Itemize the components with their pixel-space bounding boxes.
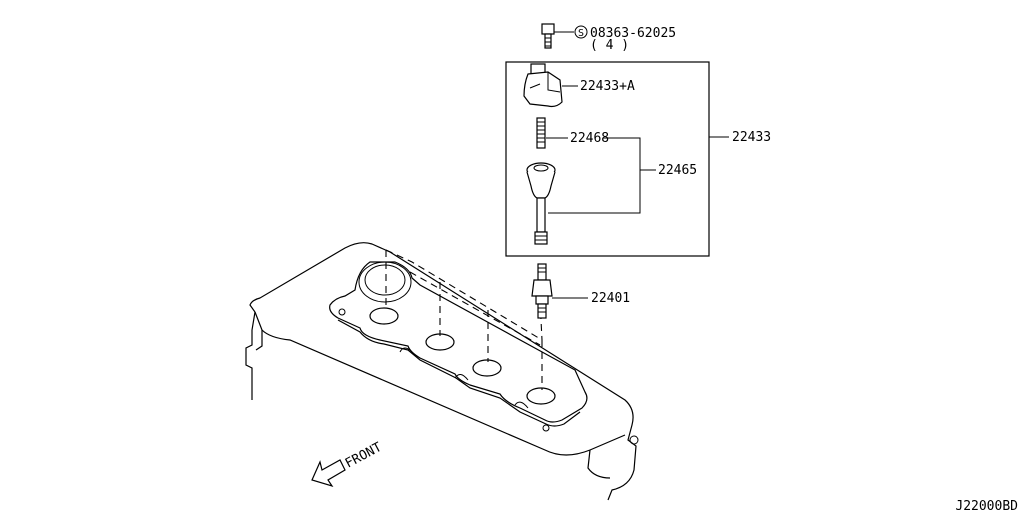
bolt-quantity-label: ( 4 ): [590, 38, 629, 53]
spark-plug-label[interactable]: 22401: [591, 291, 630, 306]
bolt-symbol-label: S: [578, 28, 584, 39]
spring-label[interactable]: 22468: [570, 131, 609, 146]
engine-cover[interactable]: [245, 242, 639, 501]
coil-top-label[interactable]: 22433+A: [580, 79, 635, 94]
coil-assembly-box: [505, 61, 710, 257]
plug-hole-3[interactable]: [472, 359, 502, 377]
alignment-guides: [385, 249, 543, 390]
plug-hole-2[interactable]: [425, 333, 455, 351]
plug-hole-4[interactable]: [526, 387, 556, 405]
bolt-part-label[interactable]: 08363-62025: [590, 26, 676, 41]
boot-assembly-label[interactable]: 22465: [658, 163, 697, 178]
spark-plug[interactable]: [531, 263, 553, 319]
boot-bracket: [548, 137, 641, 214]
bolt[interactable]: [541, 23, 555, 49]
front-arrow-icon: [311, 459, 346, 488]
diagram-code: J22000BD: [955, 499, 1018, 512]
front-label: FRONT: [343, 440, 385, 472]
coil-assembly-label[interactable]: 22433: [732, 130, 771, 145]
coil-boot[interactable]: [526, 162, 556, 245]
ignition-coil[interactable]: [523, 63, 563, 108]
spring[interactable]: [536, 117, 546, 149]
plug-hole-1[interactable]: [369, 307, 399, 325]
bolt-symbol: [574, 25, 588, 39]
